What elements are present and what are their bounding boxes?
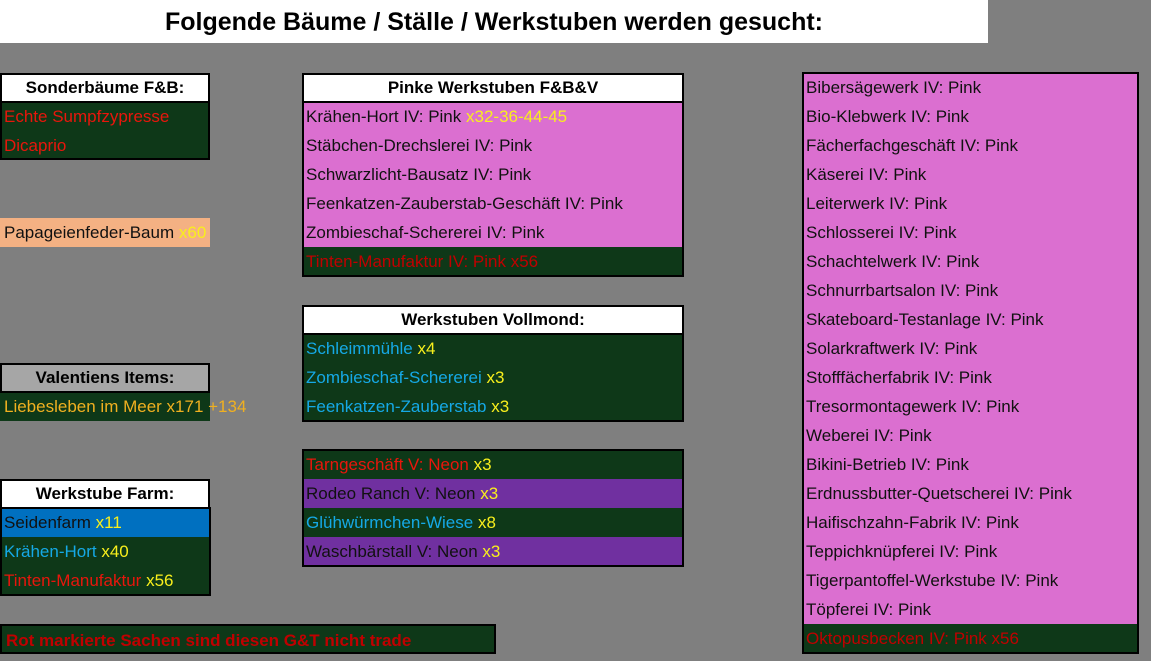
papagei-row: Papageienfeder-Baum x60 [0,218,210,247]
title-banner [0,0,988,43]
rightlist-item: Haifischzahn-Fabrik IV: Pink [806,513,1019,532]
papagei-qty: x60 [178,223,207,242]
vollmond-item-name: Zombieschaf-Schererei [306,368,482,387]
pinke-item-name: Krähen-Hort IV: Pink [306,107,462,126]
farm-row-2: Krähen-Hort x40 [0,537,210,566]
rightlist-bg [802,73,1139,625]
sonder-item-1: Echte Sumpfzypresse [0,102,210,131]
rightlist-item: Töpferei IV: Pink [806,600,932,619]
farm-item-name: Krähen-Hort [4,542,97,561]
rightlist-item: Skateboard-Testanlage IV: Pink [806,310,1044,329]
neon-item-qty: x8 [477,513,496,532]
rightlist-item: Stofffächerfabrik IV: Pink [806,368,992,387]
pinke-row-1: Krähen-Hort IV: Pink x32-36-44-45 [302,102,684,131]
neon-item-qty: x3 [473,455,492,474]
rightlist-item: Leiterwerk IV: Pink [806,194,948,213]
rightlist-item: Bibersägewerk IV: Pink [806,78,982,97]
pinke-row-4: Feenkatzen-Zauberstab-Geschäft IV: Pink [302,189,684,218]
vollmond-row-3: Feenkatzen-Zauberstab x3 [302,392,684,421]
neon-row-3: Glühwürmchen-Wiese x8 [302,508,684,537]
farm-row-1: Seidenfarm x11 [0,508,210,537]
rightlist-item: Fächerfachgeschäft IV: Pink [806,136,1018,155]
rightlist-last: Oktopusbecken IV: Pink x56 [802,624,1139,654]
vollmond-item-qty: x3 [491,397,510,416]
page-title: Folgende Bäume / Ställe / Werkstuben wer… [164,8,823,36]
vollmond-item-name: Feenkatzen-Zauberstab [306,397,487,416]
vollmond-item-qty: x3 [486,368,505,387]
vollmond-row-2: Zombieschaf-Schererei x3 [302,363,684,392]
farm-item-qty: x56 [146,571,174,590]
pinke-row-2: Stäbchen-Drechslerei IV: Pink [302,131,684,160]
rightlist-item: Schlosserei IV: Pink [806,223,957,242]
pinke-row-3: Schwarzlicht-Bausatz IV: Pink [302,160,684,189]
rightlist-item: Solarkraftwerk IV: Pink [806,339,978,358]
rightlist-item: Tigerpantoffel-Werkstube IV: Pink [806,571,1059,590]
rightlist-item: Schnurrbartsalon IV: Pink [806,281,999,300]
rightlist-item: Teppichknüpferei IV: Pink [806,542,998,561]
rightlist-item: Bio-Klebwerk IV: Pink [806,107,969,126]
vollmond-item-qty: x4 [417,339,436,358]
valentin-item: Liebesleben im Meer x171 +134 [4,397,247,416]
sonder-header: Sonderbäume F&B: [0,73,210,103]
valentin-header: Valentiens Items: [0,363,210,393]
vollmond-row-1: Schleimmühle x4 [302,334,684,363]
vollmond-header: Werkstuben Vollmond: [302,305,684,335]
neon-item-name: Glühwürmchen-Wiese [306,513,474,532]
neon-row-2: Rodeo Ranch V: Neon x3 [302,479,684,508]
pinke-item-qty: x32-36-44-45 [466,107,568,126]
pinke-row-5: Zombieschaf-Schererei IV: Pink [302,218,684,247]
neon-row-1: Tarngeschäft V: Neon x3 [302,450,684,479]
farm-header: Werkstube Farm: [0,479,210,509]
sonder-item-2: Dicaprio [0,131,210,160]
neon-item-qty: x3 [482,542,501,561]
farm-row-3: Tinten-Manufaktur x56 [0,566,210,595]
pinke-row-last: Tinten-Manufaktur IV: Pink x56 [302,247,684,276]
rightlist-item: Käserei IV: Pink [806,165,927,184]
farm-item-qty: x40 [101,542,129,561]
papagei-name: Papageienfeder-Baum [4,223,175,242]
neon-item-name: Rodeo Ranch V: Neon [306,484,476,503]
rightlist-item: Erdnussbutter-Quetscherei IV: Pink [806,484,1072,503]
neon-item-qty: x3 [480,484,499,503]
rightlist-item: Bikini-Betrieb IV: Pink [806,455,969,474]
neon-item-name: Waschbärstall V: Neon [306,542,478,561]
neon-item-name: Tarngeschäft V: Neon [306,455,469,474]
pinke-header: Pinke Werkstuben F&B&V [302,73,684,103]
farm-item-name: Seidenfarm [4,513,91,532]
note-row: Rot markierte Sachen sind diesen G&T nic… [0,624,496,654]
rightlist-item: Weberei IV: Pink [806,426,932,445]
farm-item-name: Tinten-Manufaktur [4,571,142,590]
rightlist-item: Schachtelwerk IV: Pink [806,252,980,271]
rightlist-item: Tresormontagewerk IV: Pink [806,397,1020,416]
vollmond-item-name: Schleimmühle [306,339,413,358]
neon-row-4: Waschbärstall V: Neon x3 [302,537,684,566]
farm-item-qty: x11 [95,513,122,532]
